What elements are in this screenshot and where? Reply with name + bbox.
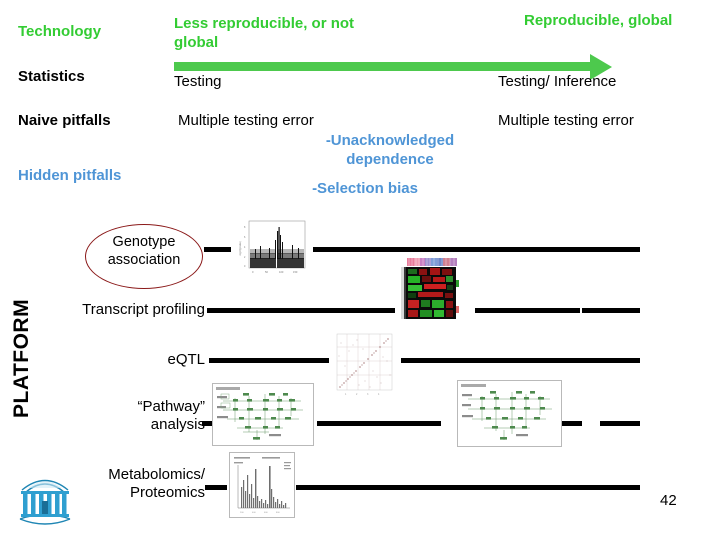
svg-text:100: 100 — [279, 270, 284, 274]
mass-spectrum-thumbnail: 200 400 600 800 — [229, 452, 295, 518]
genotype-association-ellipse — [85, 224, 203, 289]
progress-arrow — [174, 54, 614, 80]
statistics-left-text: Testing — [174, 73, 222, 90]
svg-text:-log10(pvalue): -log10(pvalue) — [240, 241, 242, 256]
svg-text:400: 400 — [252, 512, 256, 514]
connector-bar-metabolomics-a — [205, 485, 227, 490]
connector-bar-transcript-d — [582, 308, 640, 313]
connector-bar-genotype-a — [204, 247, 231, 252]
svg-text:6: 6 — [244, 236, 246, 239]
svg-text:600: 600 — [264, 512, 268, 514]
eqtl-scatter-thumbnail: 1 2 3 4 — [329, 331, 399, 401]
svg-text:3: 3 — [367, 393, 369, 396]
connector-bar-eqtl-b — [401, 358, 640, 363]
statistics-right-text: Testing/ Inference — [498, 73, 617, 90]
connector-bar-eqtl-a — [209, 358, 329, 363]
naive-pitfalls-left-text: Multiple testing error — [178, 112, 314, 129]
platform-label-pathway-analysis: “Pathway” analysis — [137, 398, 205, 433]
svg-text:150: 150 — [293, 270, 298, 274]
platform-label-genotype-association: Genotype association — [107, 234, 181, 269]
svg-text:4: 4 — [244, 246, 246, 249]
svg-text:2: 2 — [244, 256, 246, 259]
svg-text:200: 200 — [240, 512, 244, 514]
connector-bar-transcript-c — [475, 308, 580, 313]
connector-bar-pathway-d — [600, 421, 640, 426]
manhattan-plot-thumbnail: 0 50 100 150 8 6 4 2 0 -log10(pvalue) — [236, 218, 308, 280]
connector-bar-pathway-b — [317, 421, 441, 426]
technology-left-text: Less reproducible, or not global — [174, 15, 355, 51]
technology-right-text: Reproducible, global — [524, 12, 673, 29]
svg-text:4: 4 — [378, 393, 380, 396]
arrow-head — [590, 54, 612, 80]
naive-pitfalls-right-text: Multiple testing error — [498, 112, 634, 129]
arrow-shaft — [174, 62, 592, 71]
unc-old-well-logo — [14, 468, 76, 528]
connector-bar-transcript-a — [207, 308, 307, 313]
pathway-diagram-left-thumbnail — [212, 383, 314, 446]
svg-text:0: 0 — [252, 270, 254, 274]
platform-label-metabolomics-proteomics: Metabolomics/ Proteomics — [108, 466, 205, 501]
hidden-pitfall-item-2: -Selection bias — [312, 180, 418, 197]
platform-label-eqtl: eQTL — [167, 351, 205, 368]
connector-bar-genotype-b — [313, 247, 640, 252]
svg-text:0: 0 — [244, 265, 246, 268]
connector-bar-metabolomics-b — [296, 485, 640, 490]
connector-bar-pathway-c — [562, 421, 582, 426]
platform-axis-label: PLATFORM — [10, 298, 33, 418]
row-label-naive-pitfalls: Naive pitfalls — [18, 112, 111, 129]
svg-text:2: 2 — [356, 393, 358, 396]
row-label-hidden-pitfalls: Hidden pitfalls — [18, 167, 122, 184]
connector-bar-transcript-b — [278, 308, 395, 313]
pathway-diagram-right-thumbnail — [457, 380, 562, 447]
svg-text:800: 800 — [276, 512, 280, 514]
hidden-pitfall-item-1: -Unacknowledged dependence — [325, 132, 455, 168]
row-label-statistics: Statistics — [18, 68, 85, 85]
svg-text:8: 8 — [244, 226, 246, 229]
platform-label-transcript-profiling: Transcript profiling — [82, 301, 205, 318]
row-label-technology: Technology — [18, 23, 102, 40]
page-number: 42 — [660, 492, 677, 509]
svg-text:50: 50 — [265, 270, 268, 274]
svg-text:1: 1 — [345, 393, 347, 396]
microarray-heatmap-thumbnail — [398, 256, 460, 324]
